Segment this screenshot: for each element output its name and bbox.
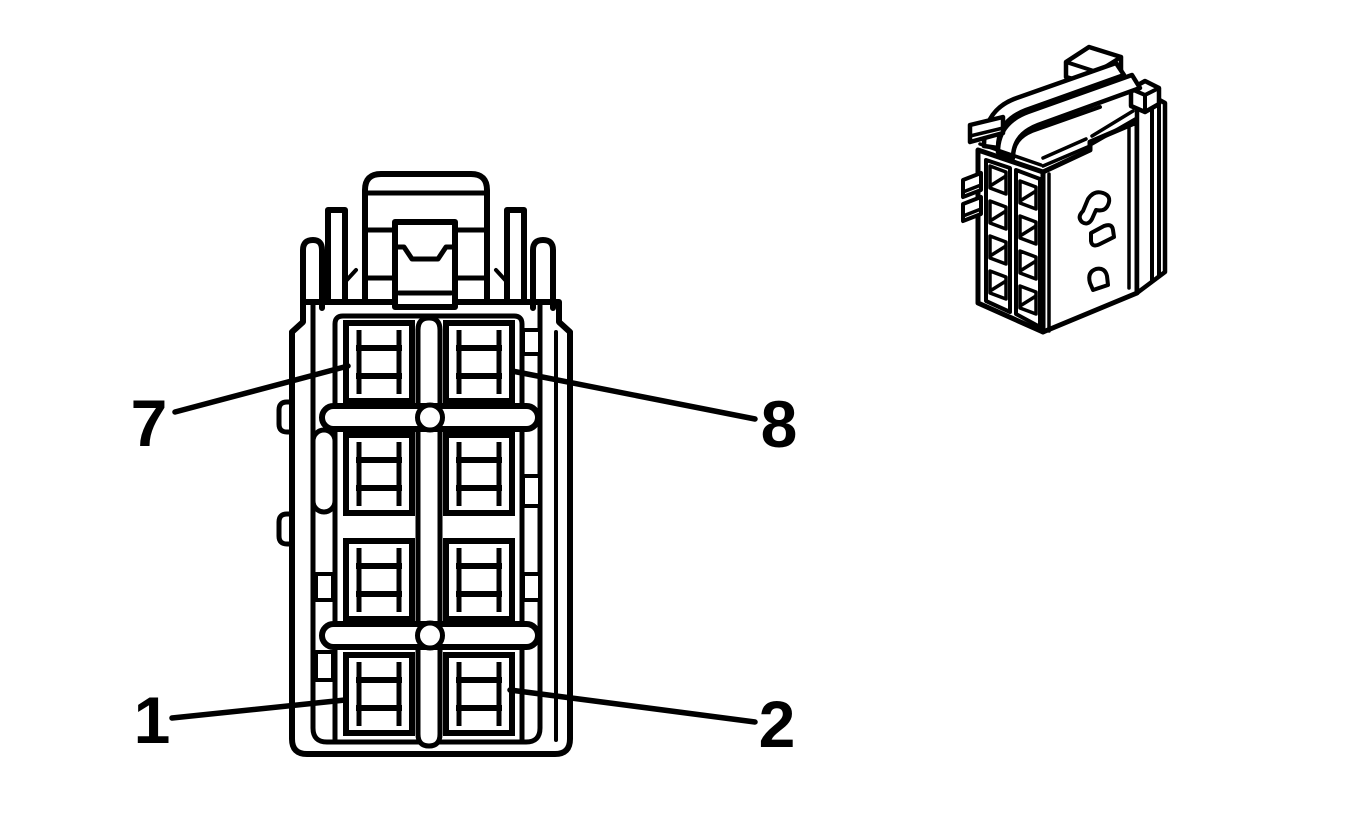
iso-front-u-clip [1087,266,1110,292]
keyway-bump [276,511,295,547]
callout-1-label: 1 [134,683,171,757]
iso-left-ledge-edge [968,126,1005,138]
callout-7-label: 7 [131,386,168,460]
shoulder-left [300,237,325,311]
cross-bar-lower-hole [415,620,445,651]
guide-post-left [325,207,348,305]
callout-2-label: 2 [759,687,796,761]
terminal-cavity [346,435,412,513]
callout-8: 8 [509,368,798,461]
right-channel-window [521,474,542,508]
iso-cavity-column [984,158,1012,314]
terminal-2 [446,655,512,733]
callout-2-leader [507,687,758,725]
terminal-8 [446,323,512,401]
left-channel-window [314,650,335,682]
callout-2: 2 [507,687,796,761]
iso-front-clip [1089,223,1116,248]
callout-7: 7 [131,363,351,460]
iso-side-tab-edge [961,183,983,194]
terminal-cavity [446,541,512,619]
terminal-cavity [446,435,512,513]
left-channel-slot [310,427,338,515]
cross-bar-upper-hole [415,402,445,433]
iso-cover-edge-lines [978,109,1139,168]
iso-cavities-column-a [988,164,1008,301]
iso-side-tab-edge [961,207,983,218]
post-foot-left [343,268,358,302]
keyway-bump [276,399,295,435]
connector-front-view [276,171,573,757]
callout-8-label: 8 [761,387,798,461]
post-foot-right [494,268,509,302]
left-channel-window [314,572,335,602]
terminal-1 [346,655,412,733]
callout-8-leader [509,368,758,422]
right-channel-window [521,328,542,356]
terminal-7 [346,323,412,401]
latch-detent [392,244,458,262]
callout-7-leader [172,363,351,415]
callout-1-leader [169,697,348,721]
iso-cavities-column-b [1018,179,1038,316]
iso-front-hook [1077,190,1112,226]
right-channel-window [521,572,542,602]
guide-post-right [504,207,527,305]
center-rib [415,315,443,749]
shoulder-right [530,237,556,311]
terminal-cavity [346,541,412,619]
callout-1: 1 [134,683,348,757]
connector-iso-view [961,44,1168,335]
